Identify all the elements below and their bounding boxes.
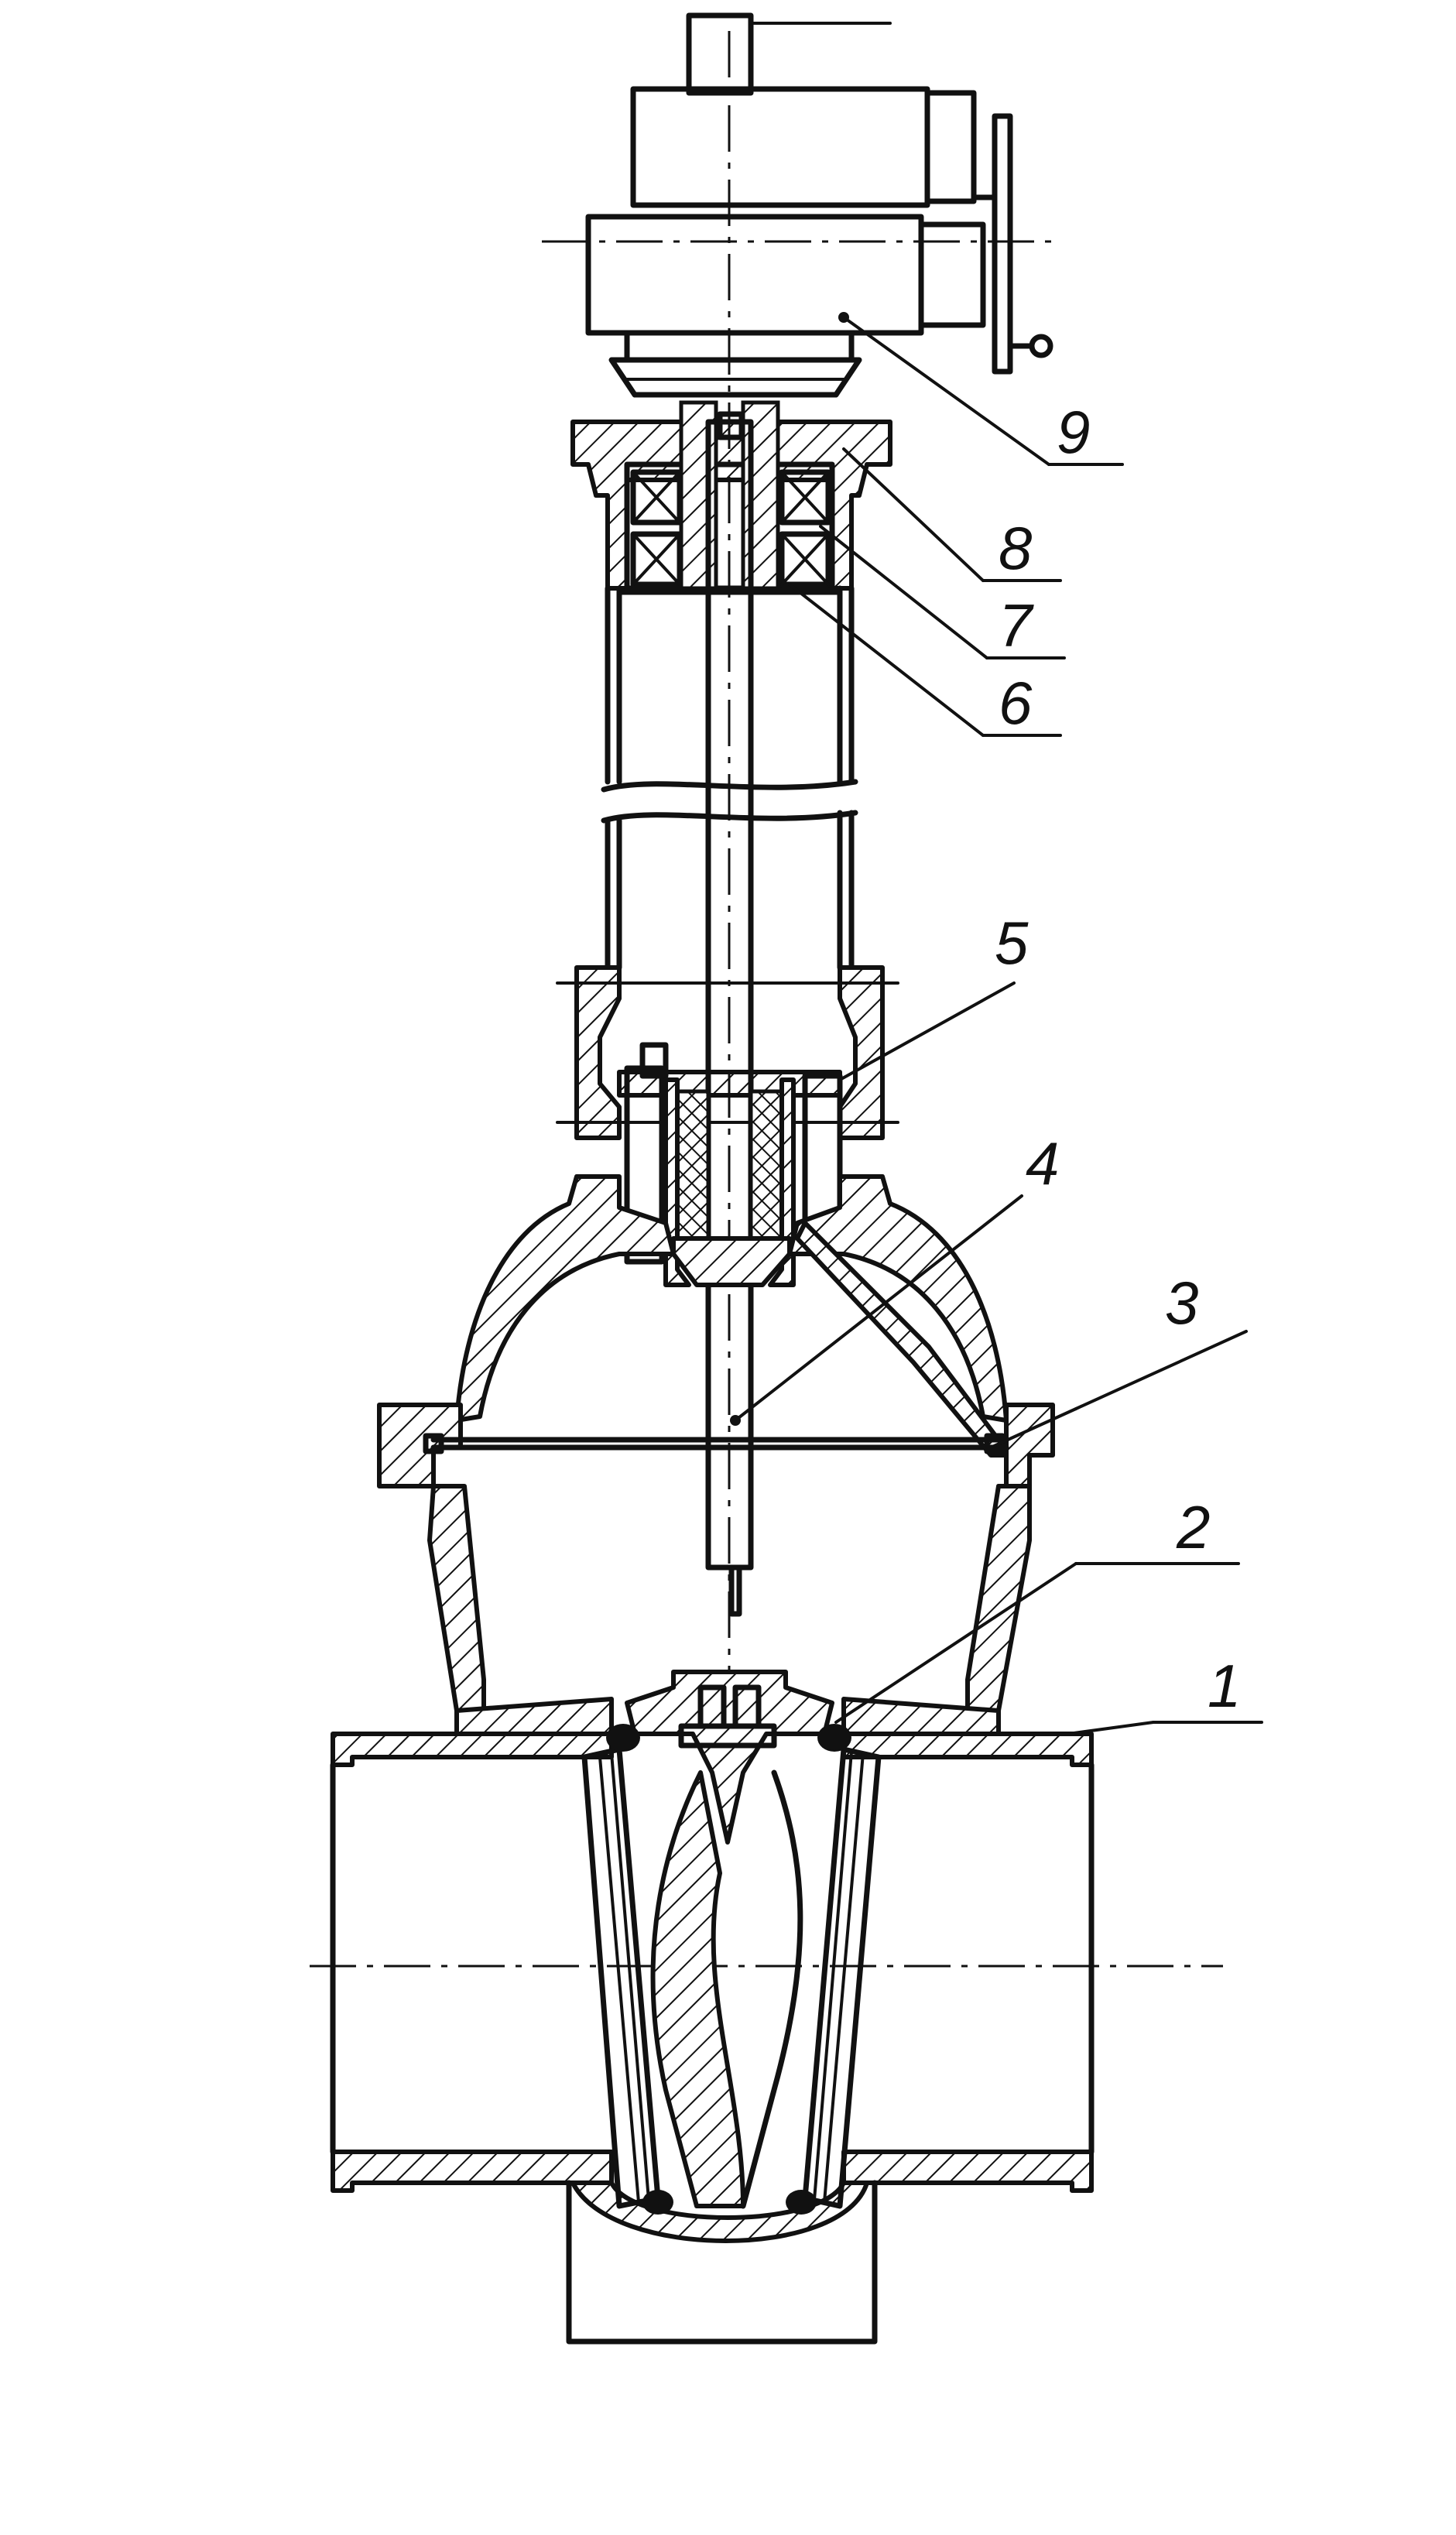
stuffing-box — [624, 1042, 843, 1287]
bonnet — [454, 1174, 1012, 1458]
gate-wedge — [581, 1670, 882, 2215]
callout-1: 1 — [1208, 1652, 1241, 1720]
electric-actuator — [542, 12, 1053, 398]
leader-lines — [730, 312, 1263, 1735]
callout-3: 3 — [1165, 1269, 1198, 1337]
callout-7: 7 — [999, 591, 1034, 659]
valve-stem — [705, 31, 754, 1687]
callout-2: 2 — [1176, 1493, 1210, 1561]
callout-5: 5 — [995, 909, 1029, 977]
bearing-housing — [570, 400, 892, 591]
valve-body — [310, 1484, 1223, 2345]
callout-8: 8 — [999, 514, 1032, 582]
callout-9: 9 — [1057, 398, 1090, 466]
extension-tube — [556, 585, 899, 1140]
callout-6: 6 — [999, 669, 1033, 737]
callout-4: 4 — [1026, 1129, 1059, 1197]
